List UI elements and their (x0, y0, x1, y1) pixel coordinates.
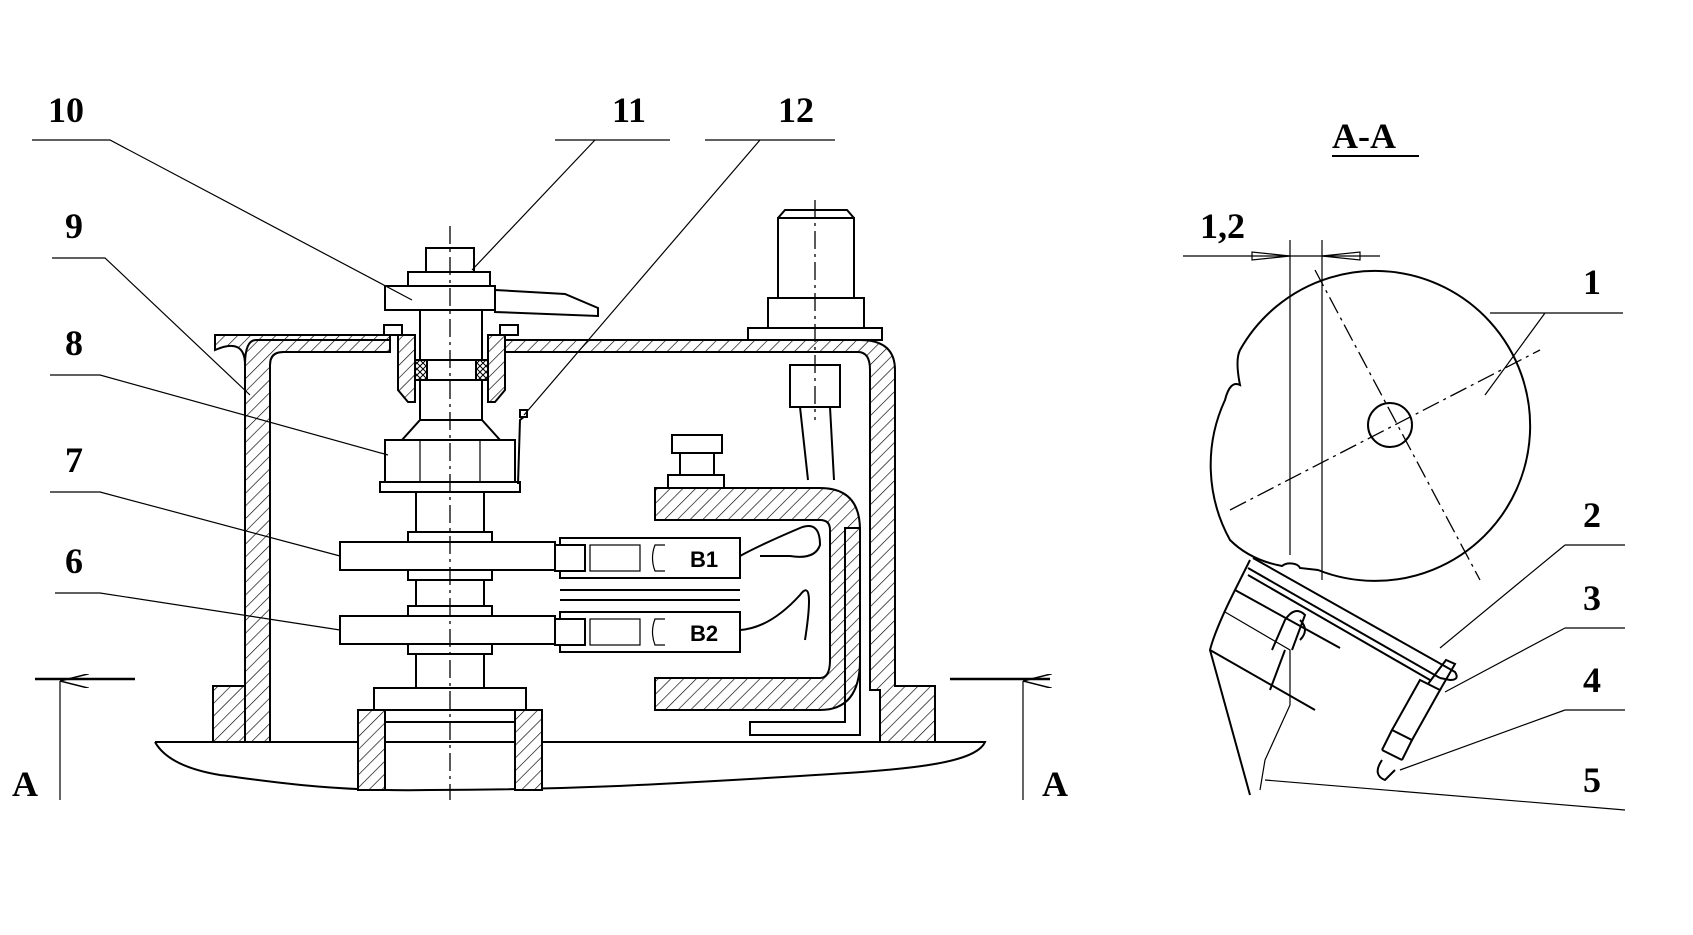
housing-wall (212, 334, 391, 743)
callout-12: 12 (778, 90, 814, 130)
callout-1: 1 (1583, 262, 1601, 302)
microswitch-B2: B2 (554, 589, 810, 653)
section-mark-left: A (12, 764, 38, 804)
callout-9: 9 (65, 206, 83, 246)
callout-leaders-left (32, 139, 835, 631)
switch-housing (1208, 559, 1431, 796)
lever-handle (384, 285, 496, 311)
main-view: B1 B2 A A 10 (12, 90, 1068, 804)
callout-6: 6 (65, 541, 83, 581)
adjusting-screw (1376, 658, 1457, 782)
switch-lever-2 (1247, 557, 1458, 682)
section-title: A-A (1332, 116, 1396, 156)
seal-left (414, 359, 428, 381)
switch-bracket (654, 487, 861, 711)
callout-3: 3 (1583, 578, 1601, 618)
cam-disc (1209, 269, 1532, 582)
switch-label-B2: B2 (690, 621, 718, 646)
switch-label-B1: B1 (690, 547, 718, 572)
callout-4: 4 (1583, 660, 1601, 700)
section-view: A-A 1,2 (1183, 116, 1626, 811)
callout-2: 2 (1583, 495, 1601, 535)
callout-5: 5 (1583, 760, 1601, 800)
microswitch-B1: B1 (554, 525, 822, 579)
section-mark-right: A (1042, 764, 1068, 804)
gap-dimension: 1,2 (1200, 206, 1245, 246)
cam-7 (339, 541, 556, 571)
cam-6 (339, 615, 556, 645)
top-bushing-right (499, 324, 519, 336)
callout-8: 8 (65, 323, 83, 363)
top-bushing-left (383, 324, 403, 336)
callout-11: 11 (612, 90, 646, 130)
cable-gland (777, 217, 855, 299)
callout-7: 7 (65, 440, 83, 480)
disc-hub (1367, 402, 1413, 448)
callout-leaders-right (1264, 312, 1626, 811)
seal-right (475, 359, 489, 381)
callout-10: 10 (48, 90, 84, 130)
spring-lead-12 (517, 415, 526, 485)
base-outline (154, 741, 987, 792)
